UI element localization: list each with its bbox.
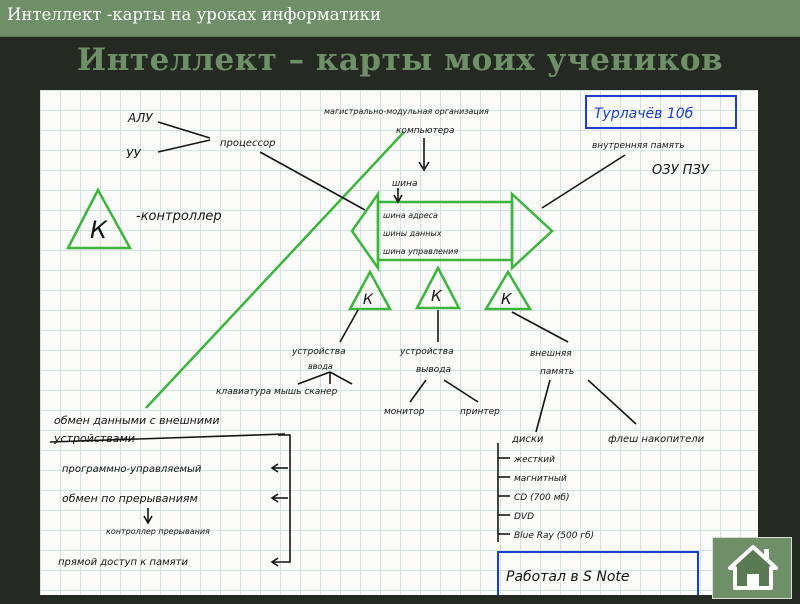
printer-label: принтер bbox=[460, 407, 500, 417]
controller-letter-3: К bbox=[501, 290, 513, 308]
output-devices-line1: устройства bbox=[399, 347, 454, 357]
disk-type-2: магнитный bbox=[514, 474, 567, 484]
slide-title: Интеллект – карты моих учеников bbox=[76, 42, 724, 78]
input-devices-list: клавиатура мышь сканер bbox=[216, 387, 338, 397]
bus-data-label: шины данных bbox=[383, 229, 442, 238]
controller-letter-1: К bbox=[363, 292, 374, 308]
home-button[interactable] bbox=[712, 537, 792, 599]
output-devices-line2: вывода bbox=[416, 365, 451, 375]
direct-memory-access-label: прямой доступ к памяти bbox=[58, 557, 189, 568]
mindmap-image: АЛУ УУ процессор магистрально-модульная … bbox=[40, 90, 758, 595]
exchange-line2: устройствами bbox=[53, 432, 135, 445]
made-in-label: Работал в S Note bbox=[506, 569, 630, 585]
external-memory-line1: внешняя bbox=[530, 349, 572, 359]
black-ink-lines bbox=[49, 121, 637, 567]
monitor-label: монитор bbox=[384, 407, 425, 417]
flash-label: флеш накопители bbox=[608, 434, 705, 445]
controller-triangle-3 bbox=[483, 269, 533, 311]
header-title: Интеллект -карты на уроках информатики bbox=[7, 5, 381, 24]
green-shapes bbox=[65, 131, 554, 409]
controller-legend-letter: К bbox=[90, 216, 108, 244]
disk-type-5: Blue Ray (500 гб) bbox=[514, 531, 594, 541]
mindmap-drawing: АЛУ УУ процессор магистрально-модульная … bbox=[49, 95, 737, 595]
home-icon bbox=[728, 545, 778, 590]
bus-control-label: шина управления bbox=[383, 247, 458, 256]
bus-right-arrowhead bbox=[510, 191, 554, 271]
bus-label: шина bbox=[392, 179, 417, 189]
bus-left-arrowhead bbox=[350, 190, 380, 272]
ozu-pzu-label: ОЗУ ПЗУ bbox=[652, 163, 710, 178]
processor-label: процессор bbox=[220, 138, 275, 149]
uu-label: УУ bbox=[126, 147, 141, 161]
student-name: Турлачёв 10б bbox=[594, 106, 694, 122]
disk-type-3: CD (700 мб) bbox=[514, 493, 569, 503]
center-title-line2: компьютера bbox=[396, 126, 455, 136]
alu-label: АЛУ bbox=[127, 111, 153, 125]
controller-label: -контроллер bbox=[136, 209, 222, 224]
green-diagonal-line bbox=[145, 131, 405, 409]
controller-triangle-2 bbox=[414, 265, 462, 310]
bus-address-label: шина адреса bbox=[383, 211, 438, 220]
disks-label: диски bbox=[511, 434, 544, 445]
disk-type-1: жесткий bbox=[513, 455, 555, 465]
input-devices-line2: ввода bbox=[308, 362, 333, 371]
internal-memory-label: внутренняя память bbox=[592, 141, 685, 151]
interrupt-controller-label: контроллер прерывания bbox=[106, 527, 210, 536]
header-bar: Интеллект -карты на уроках информатики bbox=[0, 0, 800, 37]
controller-legend-triangle bbox=[65, 187, 133, 250]
center-title-line1: магистрально-модульная организация bbox=[324, 107, 489, 116]
interrupt-exchange-label: обмен по прерываниям bbox=[62, 492, 198, 505]
controller-letter-2: К bbox=[431, 287, 443, 305]
input-devices-line1: устройства bbox=[291, 347, 346, 357]
exchange-line1: обмен данными с внешними bbox=[54, 414, 219, 427]
disk-type-4: DVD bbox=[514, 512, 534, 522]
program-controlled-label: программно-управляемый bbox=[62, 464, 202, 475]
external-memory-line2: память bbox=[540, 367, 574, 377]
controller-triangle-1 bbox=[347, 269, 393, 311]
blue-boxes bbox=[497, 95, 737, 595]
